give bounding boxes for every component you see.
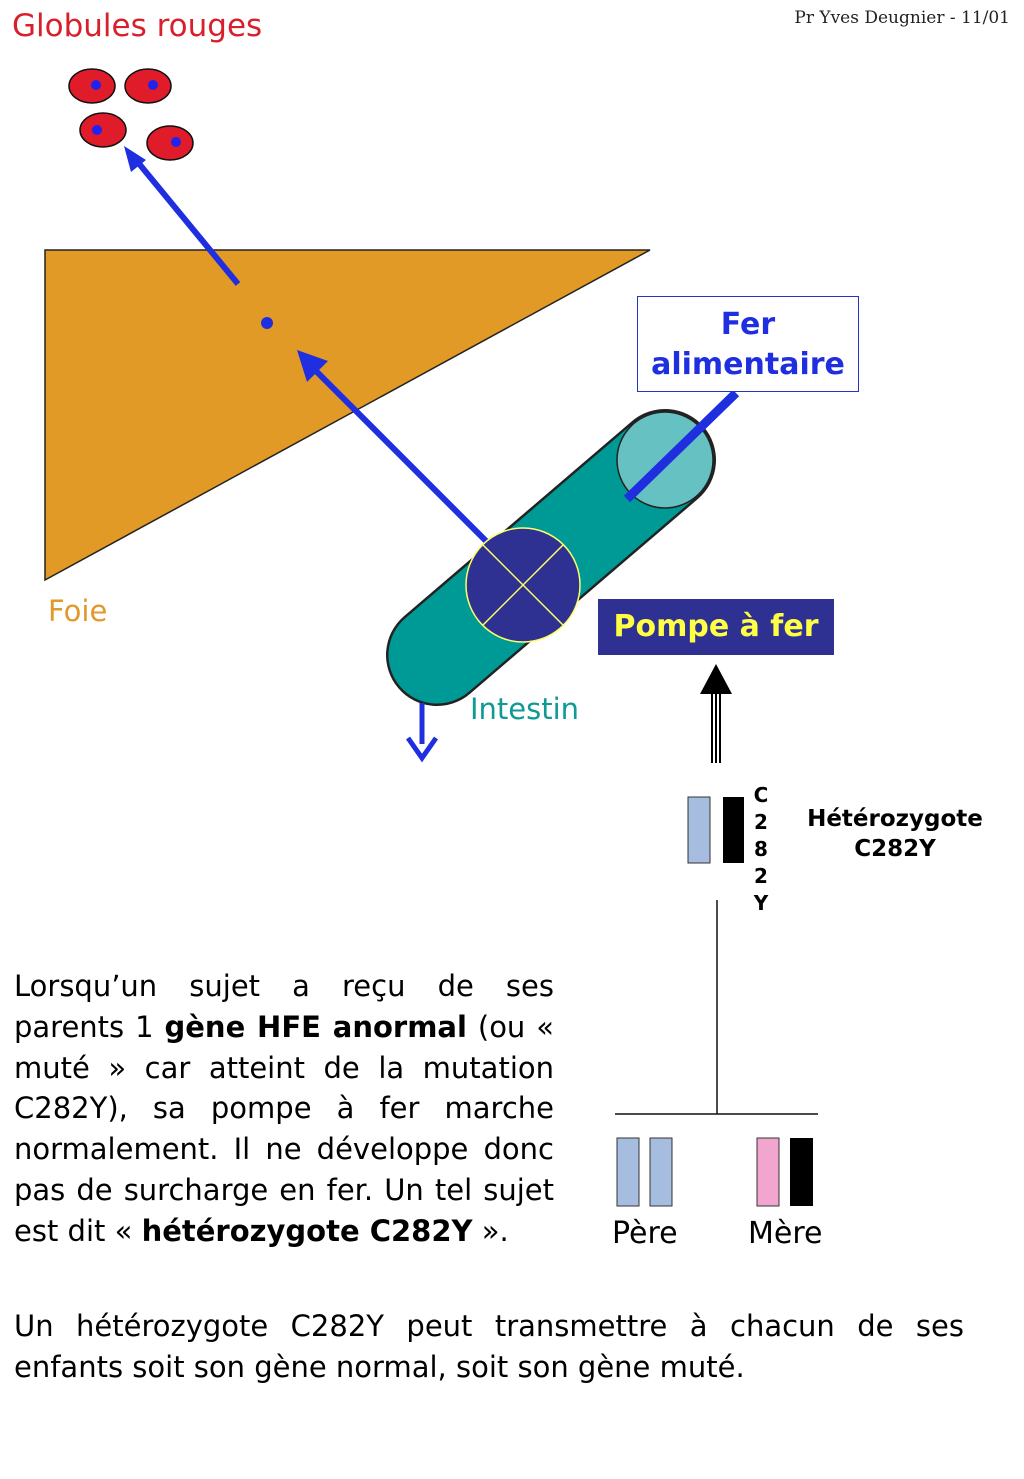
cell-nucleus (92, 125, 102, 135)
red-blood-cells (68, 68, 194, 161)
intestine-label: Intestin (470, 692, 580, 726)
mutation-char: Y (753, 891, 769, 915)
heterozygote-label: Hétérozygote C282Y (790, 804, 1000, 864)
liver-shape (44, 249, 651, 582)
paragraph-bold-text: gène HFE anormal (164, 1009, 467, 1044)
arrow-intestine-to-liver (297, 350, 493, 548)
mutation-char: 8 (754, 837, 768, 861)
red-blood-cell (79, 112, 127, 148)
father-label: Père (612, 1216, 678, 1251)
liver-label: Foie (48, 594, 108, 628)
chromosome-normal (687, 796, 711, 864)
paragraph-text: ». (472, 1213, 509, 1248)
mutation-char: 2 (754, 810, 768, 834)
mother-chromosome-normal (756, 1137, 780, 1207)
father-chromosome-1 (616, 1137, 640, 1207)
red-blood-cell (146, 125, 194, 161)
red-blood-cells-title: Globules rouges (12, 8, 263, 44)
arrow-down-excretion (405, 703, 439, 763)
cell-nucleus (171, 137, 181, 147)
arrow-up-gene-to-pump (700, 664, 732, 763)
mother-chromosome-mutant (790, 1138, 813, 1206)
transmission-paragraph: Un hétérozygote C282Y peut transmettre à… (14, 1309, 964, 1384)
dietary-iron-label-line2: alimentaire (651, 347, 845, 382)
chromosome-mutant (723, 797, 744, 863)
mutation-label-vertical: C 2 8 2 Y (750, 782, 772, 917)
iron-pump-label: Pompe à fer (598, 599, 834, 655)
iron-pump-icon (465, 527, 581, 643)
heterozygote-label-line2: C282Y (854, 836, 936, 862)
mutation-char: 2 (754, 864, 768, 888)
mother-label: Mère (748, 1216, 823, 1251)
dietary-iron-box: Fer alimentaire (637, 296, 859, 392)
dietary-iron-label-line1: Fer (720, 307, 776, 342)
cell-nucleus (91, 80, 101, 90)
father-chromosome-2 (649, 1137, 673, 1207)
paragraph-text: Lorsqu’un sujet a reçu de ses parents 1 (14, 969, 554, 1044)
dietary-iron-line (623, 389, 740, 503)
explanation-paragraph: Lorsqu’un sujet a reçu de ses parents 1 … (14, 966, 554, 1252)
author-credit: Pr Yves Deugnier - 11/01 (794, 8, 1010, 28)
paragraph-bold-text: hétérozygote C282Y (141, 1213, 473, 1248)
arrow-liver-to-cells (124, 146, 241, 286)
cell-nucleus (148, 80, 158, 90)
iron-dot (261, 317, 273, 329)
mutation-char: C (753, 783, 769, 807)
red-blood-cell (124, 68, 172, 104)
paragraph-text: (ou « muté » car atteint de la mutation … (14, 1009, 554, 1248)
heterozygote-label-line1: Hétérozygote (807, 806, 983, 832)
